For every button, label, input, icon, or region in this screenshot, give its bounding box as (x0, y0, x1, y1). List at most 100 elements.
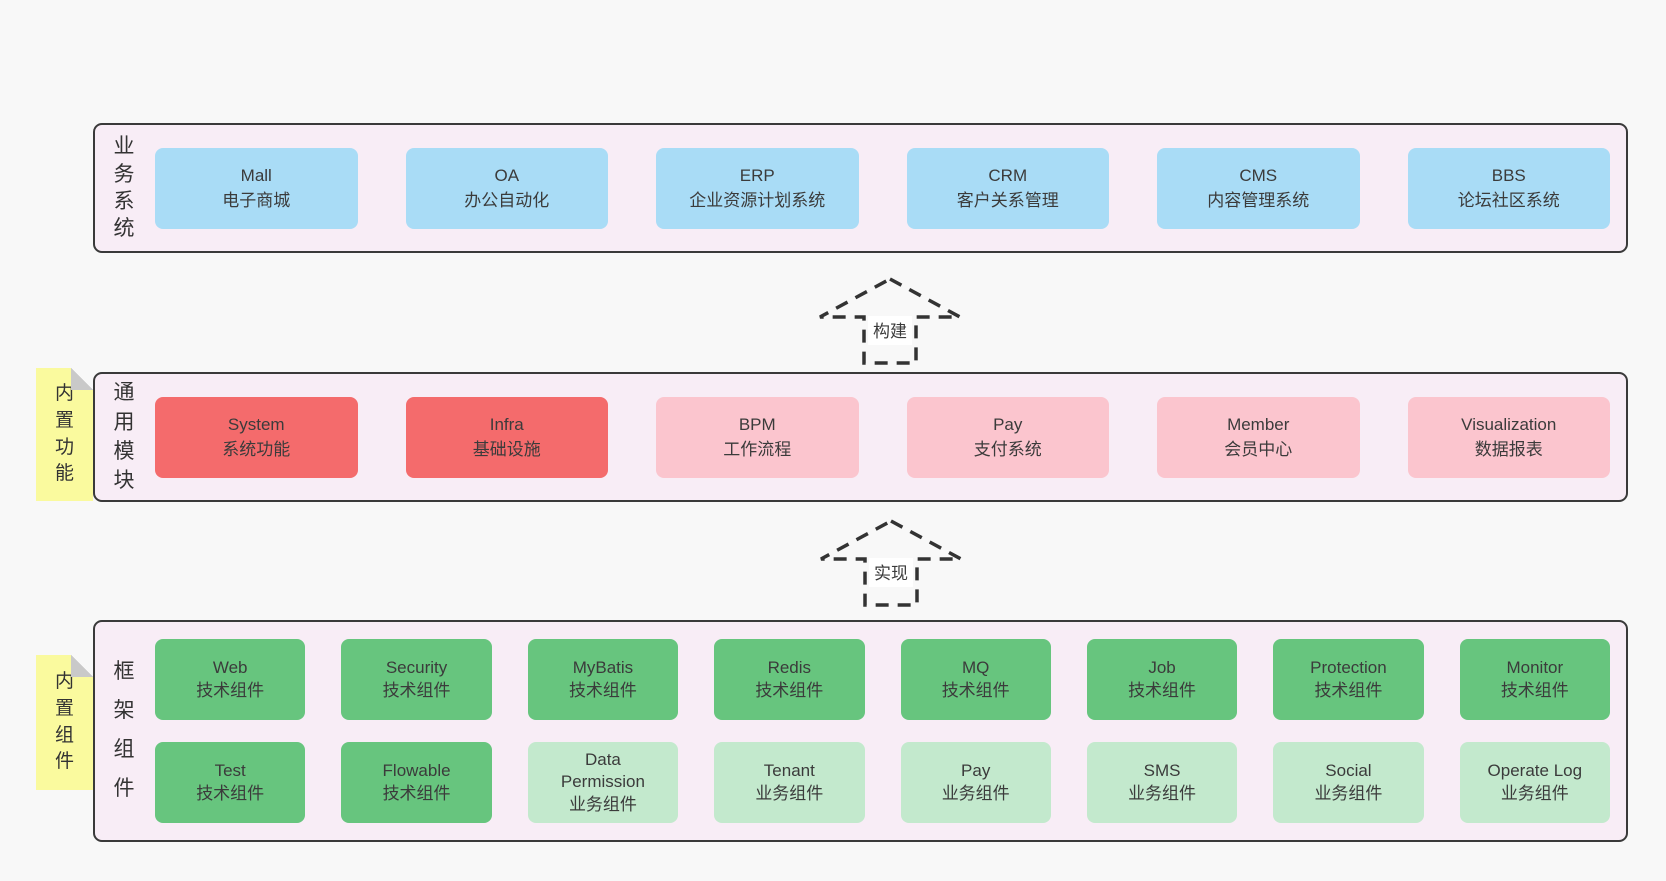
box-description: 技术组件 (941, 680, 1010, 700)
box-description: 业务组件 (941, 783, 1010, 803)
box-name: Member (1227, 414, 1290, 434)
box-name: BBS (1491, 165, 1526, 185)
box-description: 技术组件 (568, 680, 637, 700)
box-description: 数据报表 (1474, 440, 1543, 459)
business-systems-label-text: 业务系统 (113, 135, 135, 241)
box-name: Monitor (1506, 658, 1564, 678)
note-fold-corner-icon (71, 655, 93, 677)
diagram-box-oa: OA 办公自动化 (405, 147, 608, 229)
box-name: Social (1325, 761, 1372, 781)
box-description: 会员中心 (1224, 440, 1293, 459)
box-name: Web (212, 658, 248, 678)
build-arrow-label: 构建 (868, 316, 912, 345)
box-description: 业务组件 (1500, 783, 1569, 803)
box-description: 技术组件 (196, 680, 265, 700)
box-name: Infra (489, 414, 524, 434)
box-description: 业务组件 (755, 783, 824, 803)
box-name: Data Permission (560, 750, 645, 792)
business-systems-panel: 业务系统 Mall 电子商城 OA 办公自动化 ERP 企业资源计划系统 CRM 客户关系管理… (93, 123, 1628, 253)
built-in-components-note: 内置组件 (36, 655, 93, 790)
box-description: 客户关系管理 (956, 191, 1059, 210)
box-description: 电子商城 (222, 191, 291, 210)
box-name: Pay (993, 414, 1023, 434)
built-in-features-note: 内置功能 (36, 368, 93, 501)
build-arrow: 构建 (817, 276, 963, 366)
diagram-box-erp: ERP 企业资源计划系统 (656, 147, 859, 229)
built-in-features-note-text: 内置功能 (54, 383, 74, 485)
box-name: BPM (738, 414, 776, 434)
box-name: Pay (961, 761, 991, 781)
box-description: 工作流程 (723, 440, 792, 459)
box-name: MyBatis (572, 658, 634, 678)
note-fold-corner-icon (71, 368, 93, 390)
box-name: Redis (767, 658, 812, 678)
diagram-box-cms: CMS 内容管理系统 (1157, 147, 1360, 229)
box-name: Security (385, 658, 448, 678)
implement-arrow: 实现 (818, 518, 964, 608)
box-description: 业务组件 (568, 794, 637, 814)
box-name: Flowable (382, 761, 451, 781)
built-in-components-note-text: 内置组件 (54, 671, 74, 773)
box-name: ERP (739, 165, 775, 185)
box-name: Protection (1310, 658, 1387, 678)
diagram-box-bpm: BPM 工作流程 (656, 396, 859, 478)
diagram-box-bbs: BBS 论坛社区系统 (1407, 147, 1610, 229)
box-description: 技术组件 (382, 680, 451, 700)
diagram-box-member: Member 会员中心 (1157, 396, 1360, 478)
diagram-box-infra: Infra 基础设施 (405, 396, 608, 478)
business-systems-row: Mall 电子商城 OA 办公自动化 ERP 企业资源计划系统 CRM 客户关系管理 CMS 内容… (153, 125, 1626, 251)
box-description: 技术组件 (196, 783, 265, 803)
box-description: 技术组件 (755, 680, 824, 700)
box-name: MQ (961, 658, 990, 678)
box-description: 内容管理系统 (1207, 191, 1310, 210)
box-description: 业务组件 (1314, 783, 1383, 803)
box-description: 基础设施 (472, 440, 541, 459)
box-name: Test (214, 761, 246, 781)
box-name: OA (494, 165, 520, 185)
box-description: 办公自动化 (464, 191, 550, 210)
box-name: SMS (1143, 761, 1181, 781)
box-name: System (227, 414, 285, 434)
box-description: 论坛社区系统 (1457, 191, 1560, 210)
diagram-box-mall: Mall 电子商城 (155, 147, 358, 229)
implement-arrow-label: 实现 (869, 558, 913, 587)
diagram-box-crm: CRM 客户关系管理 (906, 147, 1109, 229)
box-name: CRM (988, 165, 1028, 185)
common-modules-label: 通用模块 (95, 374, 153, 500)
box-description: 技术组件 (382, 783, 451, 803)
box-description: 技术组件 (1314, 680, 1383, 700)
box-description: 技术组件 (1500, 680, 1569, 700)
box-name: Operate Log (1487, 761, 1583, 781)
box-description: 支付系统 (973, 440, 1042, 459)
framework-components-label: 框架组件 (95, 622, 153, 840)
box-name: CMS (1239, 165, 1278, 185)
box-name: Tenant (763, 761, 815, 781)
box-name: Mall (240, 165, 272, 185)
common-modules-label-text: 通用模块 (113, 381, 135, 493)
box-description: 企业资源计划系统 (689, 191, 826, 210)
box-description: 技术组件 (1128, 680, 1197, 700)
